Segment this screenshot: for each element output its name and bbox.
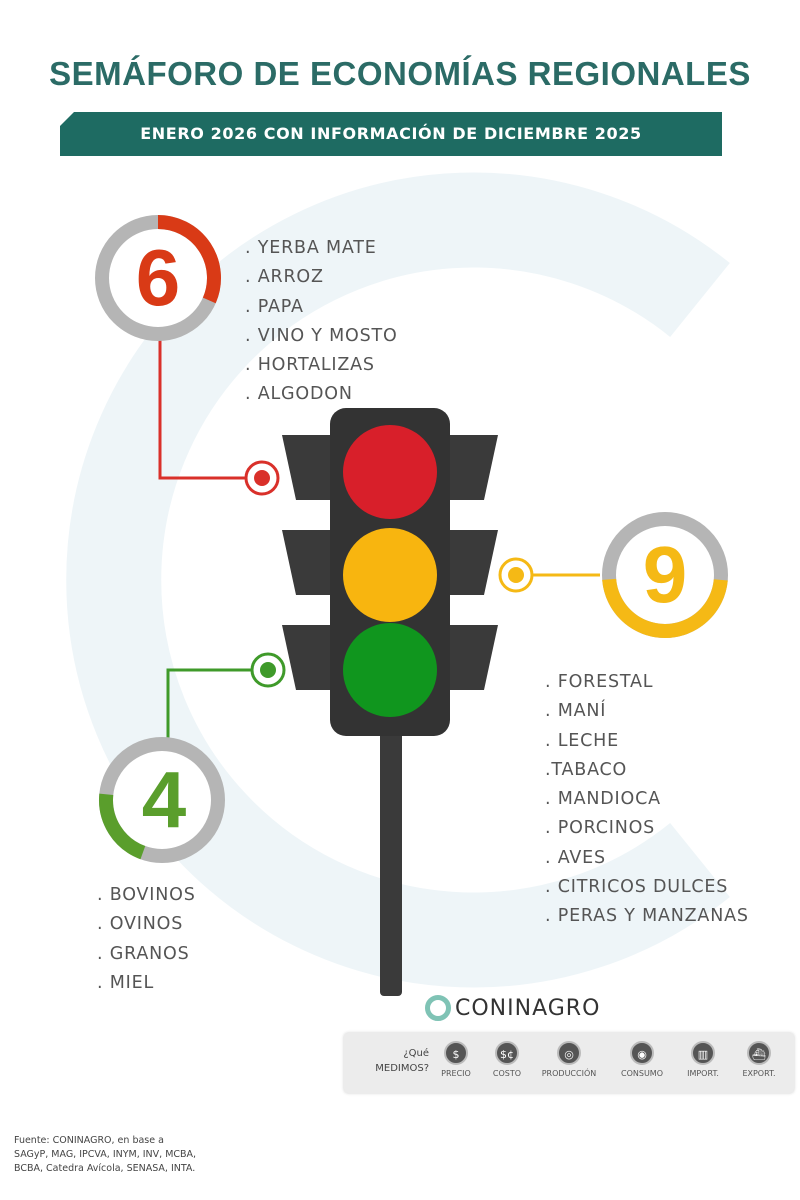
- red-list: . YERBA MATE . ARROZ . PAPA . VINO Y MOS…: [245, 234, 398, 410]
- traffic-light-pole: [380, 730, 402, 996]
- export-icon: ⛴: [747, 1041, 771, 1065]
- list-item: . ARROZ: [245, 267, 324, 288]
- list-item: . PORCINOS: [545, 818, 656, 839]
- list-item: . MANDIOCA: [545, 789, 661, 810]
- list-item: . PERAS Y MANZANAS: [545, 906, 749, 927]
- legend-item-produccion: ◎ PRODUCCIÓN: [534, 1041, 604, 1078]
- yellow-light: [343, 528, 437, 622]
- green-count: 4: [141, 755, 187, 844]
- legend-label: PRODUCCIÓN: [541, 1069, 597, 1078]
- legend-question: ¿Qué MEDIMOS?: [354, 1046, 429, 1076]
- production-icon: ◎: [557, 1041, 581, 1065]
- list-item: . YERBA MATE: [245, 238, 377, 258]
- green-list: . BOVINOS . OVINOS . GRANOS . MIEL: [97, 881, 196, 998]
- green-ring-progress: [99, 793, 146, 860]
- red-count: 6: [135, 233, 181, 322]
- background-c-shape: [66, 172, 730, 988]
- list-item: . GRANOS: [97, 943, 190, 964]
- yellow-dot: [508, 567, 524, 583]
- consumption-icon: ◉: [630, 1041, 654, 1065]
- source-line: BCBA, Catedra Avícola, SENASA, INTA.: [14, 1163, 196, 1174]
- red-light: [343, 425, 437, 519]
- legend-label: EXPORT.: [742, 1069, 776, 1078]
- red-dot: [254, 470, 270, 486]
- count-rings: [95, 215, 728, 863]
- list-item: . HORTALIZAS: [245, 355, 375, 376]
- traffic-light-visors: [282, 435, 498, 690]
- date-banner: ENERO 2026 CON INFORMACIÓN DE DICIEMBRE …: [60, 112, 722, 156]
- logo-icon: [425, 995, 451, 1021]
- legend-item-export: ⛴ EXPORT.: [734, 1041, 784, 1078]
- green-light: [343, 623, 437, 717]
- source-line: SAGyP, MAG, IPCVA, INYM, INV, MCBA,: [14, 1149, 197, 1160]
- list-item: . MIEL: [97, 972, 154, 993]
- legend-question-line: ¿Qué: [403, 1048, 429, 1059]
- list-item: . OVINOS: [97, 914, 184, 935]
- legend-label: CONSUMO: [621, 1069, 663, 1078]
- measures-legend: ¿Qué MEDIMOS? $ PRECIO $¢ COSTO ◎ PRODUCCIÓ…: [344, 1033, 794, 1093]
- list-item: . AVES: [545, 847, 606, 868]
- legend-item-precio: $ PRECIO: [436, 1041, 476, 1078]
- list-item: . VINO Y MOSTO: [245, 325, 398, 346]
- cost-icon: $¢: [495, 1041, 519, 1065]
- import-icon: ▥: [691, 1041, 715, 1065]
- source-note: Fuente: CONINAGRO, en base a SAGyP, MAG,…: [14, 1134, 196, 1176]
- traffic-light: [282, 408, 498, 996]
- list-item: . CITRICOS DULCES: [545, 877, 729, 898]
- list-item: . ALGODON: [245, 384, 353, 405]
- logo-text: CONINAGRO: [455, 995, 601, 1021]
- list-item: . LECHE: [545, 730, 619, 751]
- source-line: Fuente: CONINAGRO, en base a: [14, 1135, 164, 1146]
- list-item: . MANÍ: [545, 701, 607, 722]
- list-item: .TABACO: [545, 759, 628, 780]
- yellow-ring-progress: [602, 578, 728, 638]
- coninagro-logo: CONINAGRO: [425, 995, 600, 1021]
- green-dot: [260, 662, 276, 678]
- legend-label: COSTO: [492, 1069, 522, 1078]
- red-ring-progress: [157, 215, 221, 304]
- legend-item-consumo: ◉ CONSUMO: [612, 1041, 672, 1078]
- legend-item-costo: $¢ COSTO: [487, 1041, 527, 1078]
- price-icon: $: [444, 1041, 468, 1065]
- list-item: . BOVINOS: [97, 885, 196, 905]
- green-connector: [166, 668, 256, 738]
- legend-item-import: ▥ IMPORT.: [678, 1041, 728, 1078]
- yellow-count: 9: [642, 530, 688, 619]
- red-connector: [158, 340, 250, 480]
- list-item: . FORESTAL: [545, 672, 654, 692]
- legend-question-line: MEDIMOS?: [375, 1063, 429, 1074]
- yellow-list: . FORESTAL . MANÍ . LECHE .TABACO . MAND…: [545, 668, 749, 932]
- legend-label: PRECIO: [441, 1069, 471, 1078]
- legend-label: IMPORT.: [687, 1069, 719, 1078]
- list-item: . PAPA: [245, 296, 304, 317]
- page-title: SEMÁFORO DE ECONOMÍAS REGIONALES: [49, 55, 751, 92]
